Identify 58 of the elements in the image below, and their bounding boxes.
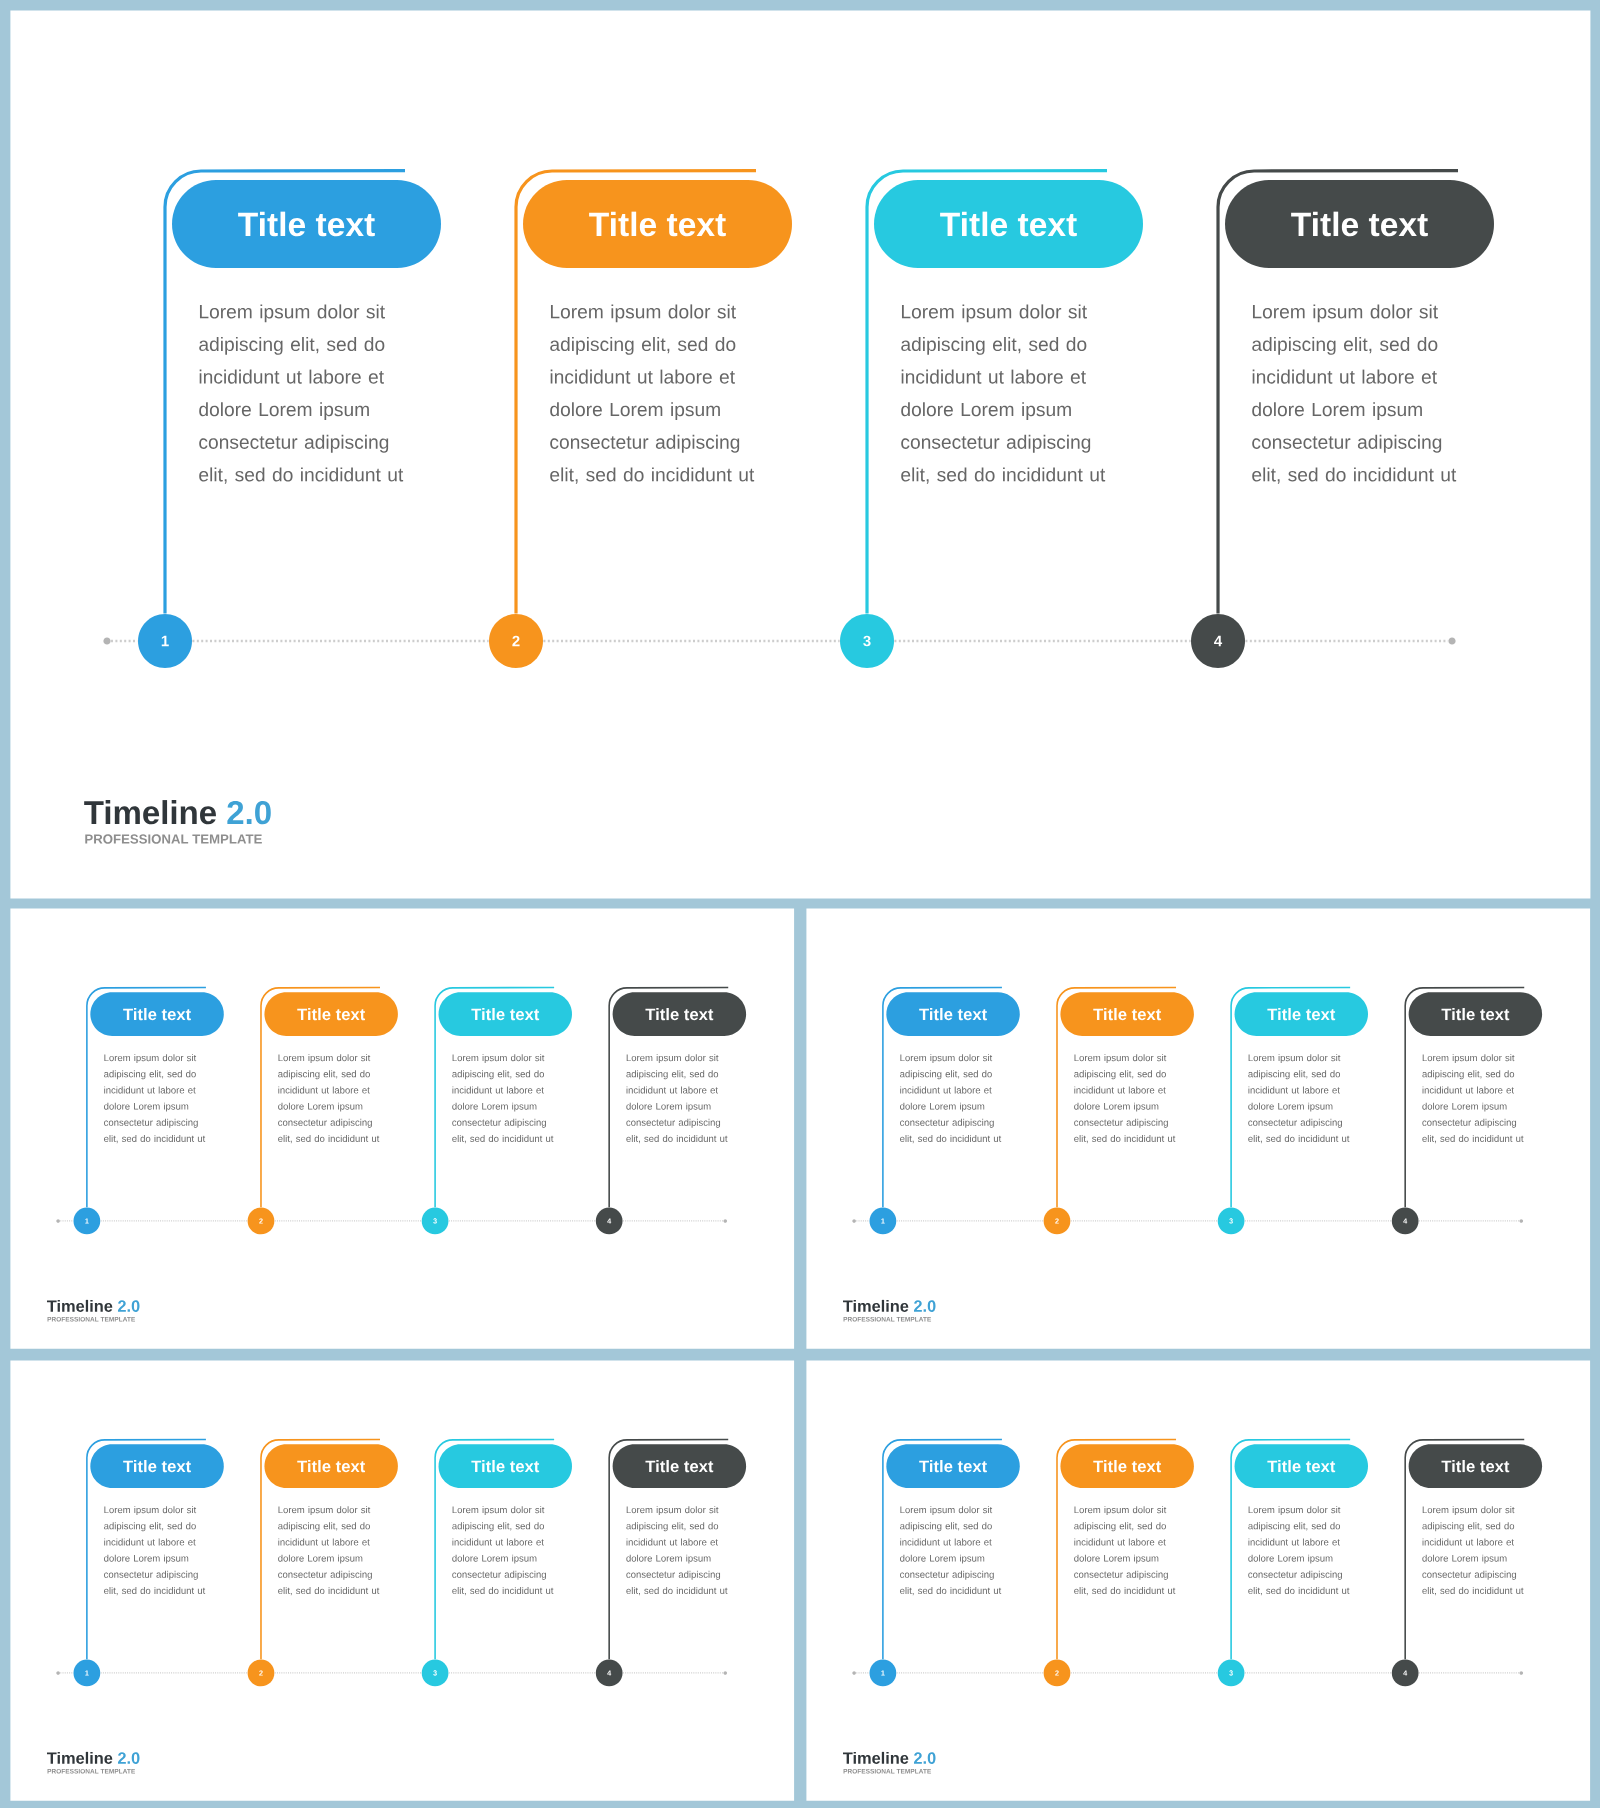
timeline-line [192, 639, 489, 643]
slide-title: Timeline 2.0 [843, 1299, 936, 1312]
connector-line [1056, 1438, 1177, 1660]
connector-line [1056, 986, 1177, 1208]
timeline-line [855, 1672, 870, 1674]
connector-line [608, 986, 729, 1208]
title-pill: Title text [264, 992, 398, 1036]
connector-line [86, 986, 207, 1208]
connector-line [163, 169, 405, 614]
connector-line [1404, 1438, 1526, 1660]
title-pill: Title text [1060, 992, 1194, 1036]
connector-line [608, 1438, 729, 1660]
title-pill: Title text [612, 992, 747, 1036]
title-pill: Title text [886, 992, 1020, 1036]
timeline-line [111, 639, 138, 643]
title-pill: Title text [612, 1444, 747, 1488]
title-pill: Title text [1225, 180, 1494, 268]
connector-line [882, 1438, 1003, 1660]
connector-line [434, 1438, 555, 1660]
title-pill: Title text [523, 180, 792, 268]
title-pill: Title text [438, 1444, 572, 1488]
connector-line [882, 986, 1003, 1208]
title-pill: Title text [874, 180, 1143, 268]
title-pill: Title text [1408, 992, 1543, 1036]
slide-title: Timeline 2.0 [47, 1751, 140, 1764]
title-pill: Title text [172, 180, 441, 268]
title-pill: Title text [90, 992, 224, 1036]
body-text: Lorem ipsum dolor sit adipiscing elit, sed do incididunt ut labore et dolore Lorem ipsum consectetur adipiscing elit, sed do incididunt ut [901, 304, 1106, 484]
timeline-line [59, 1672, 74, 1674]
timeline-line [543, 639, 840, 643]
connector-line [260, 1438, 381, 1660]
title-pill: Title text [264, 1444, 398, 1488]
connector-line [1230, 1438, 1351, 1660]
timeline-line [59, 1220, 74, 1222]
title-pill: Title text [1060, 1444, 1194, 1488]
connector-line [514, 169, 756, 614]
slide-title: Timeline 2.0 [843, 1751, 936, 1764]
body-text: Lorem ipsum dolor sit adipiscing elit, sed do incididunt ut labore et dolore Lorem ipsum consectetur adipiscing elit, sed do incididunt ut [1252, 304, 1457, 484]
timeline-line [1245, 639, 1448, 643]
slide-title: Timeline 2.0 [47, 1299, 140, 1312]
connector-line [1216, 169, 1459, 614]
connector-line [260, 986, 381, 1208]
title-pill: Title text [886, 1444, 1020, 1488]
title-pill: Title text [1408, 1444, 1543, 1488]
connector-line [434, 986, 555, 1208]
title-pill: Title text [438, 992, 572, 1036]
connector-line [1230, 986, 1351, 1208]
connector-line [1404, 986, 1526, 1208]
timeline-line [855, 1220, 870, 1222]
title-pill: Title text [90, 1444, 224, 1488]
body-text: Lorem ipsum dolor sit adipiscing elit, sed do incididunt ut labore et dolore Lorem ipsum consectetur adipiscing elit, sed do incididunt ut [550, 304, 755, 484]
connector-line [86, 1438, 207, 1660]
connector-line [865, 169, 1107, 614]
timeline-line [894, 639, 1191, 643]
title-pill: Title text [1234, 1444, 1368, 1488]
slide-title: Timeline 2.0 [84, 800, 271, 825]
title-pill: Title text [1234, 992, 1368, 1036]
body-text: Lorem ipsum dolor sit adipiscing elit, sed do incididunt ut labore et dolore Lorem ipsum consectetur adipiscing elit, sed do incididunt ut [199, 304, 404, 484]
